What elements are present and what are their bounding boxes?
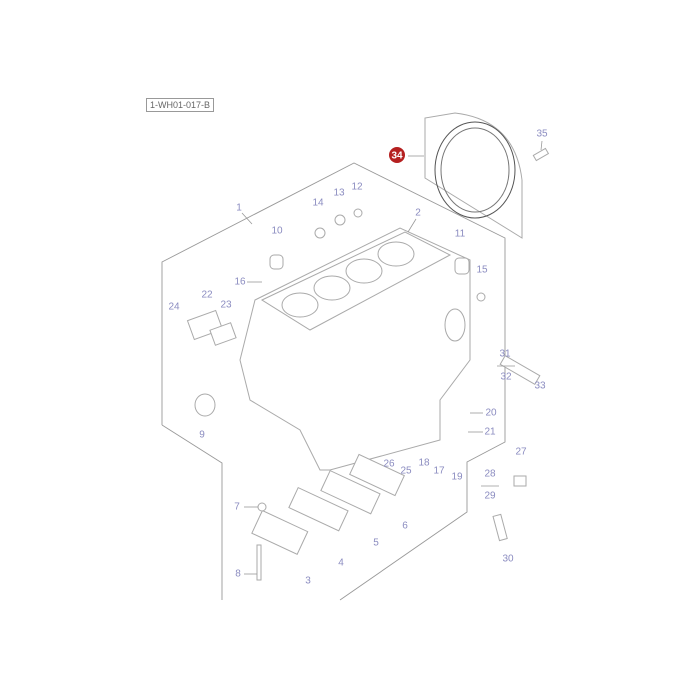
bolt-8[interactable] — [256, 544, 262, 581]
callout-7[interactable]: 7 — [234, 502, 240, 513]
callout-12[interactable]: 12 — [351, 182, 363, 193]
assembly-frame-left — [161, 424, 223, 600]
plug-27[interactable] — [513, 475, 527, 487]
small-parts[interactable] — [186, 208, 541, 581]
callout-16[interactable]: 16 — [234, 277, 246, 288]
callout-8[interactable]: 8 — [235, 569, 241, 580]
callout-17[interactable]: 17 — [433, 466, 445, 477]
engine-block[interactable] — [239, 227, 471, 471]
callout-18[interactable]: 18 — [418, 458, 430, 469]
callout-30[interactable]: 30 — [502, 554, 514, 565]
bearing-cap-6[interactable] — [349, 453, 405, 497]
callout-20[interactable]: 20 — [485, 408, 497, 419]
callout-6[interactable]: 6 — [402, 521, 408, 532]
callout-9[interactable]: 9 — [199, 430, 205, 441]
callout-2[interactable]: 2 — [415, 208, 421, 219]
callout-14[interactable]: 14 — [312, 198, 324, 209]
callout-3[interactable]: 3 — [305, 576, 311, 587]
highlight-badge[interactable] — [389, 147, 405, 163]
gasket-23[interactable] — [209, 322, 237, 346]
bushing-9[interactable] — [194, 393, 216, 417]
callout-23[interactable]: 23 — [220, 300, 232, 311]
diagram-reference-code: 1-WH01-017-B — [146, 98, 215, 112]
nozzle-31[interactable] — [499, 354, 541, 386]
callout-31[interactable]: 31 — [499, 349, 511, 360]
nozzle-28[interactable] — [492, 513, 508, 542]
callout-19[interactable]: 19 — [451, 472, 463, 483]
callout-29[interactable]: 29 — [484, 491, 496, 502]
callout-22[interactable]: 22 — [201, 290, 213, 301]
bearing-cap-4[interactable] — [288, 486, 349, 532]
plug-12[interactable] — [353, 208, 363, 218]
callout-10[interactable]: 10 — [271, 226, 283, 237]
callout-5[interactable]: 5 — [373, 538, 379, 549]
callout-33[interactable]: 33 — [534, 381, 546, 392]
dowel-7[interactable] — [257, 502, 267, 512]
plug-10[interactable] — [269, 254, 284, 270]
bolt-35[interactable] — [532, 147, 550, 162]
rear-seal-housing[interactable] — [424, 112, 523, 239]
callout-1[interactable]: 1 — [236, 203, 242, 214]
callout-13[interactable]: 13 — [333, 188, 345, 199]
callout-25[interactable]: 25 — [400, 466, 412, 477]
callout-4[interactable]: 4 — [338, 558, 344, 569]
callout-11[interactable]: 11 — [455, 229, 466, 240]
bearing-cap-5[interactable] — [320, 469, 381, 515]
callout-24[interactable]: 24 — [168, 302, 180, 313]
assembly-frame — [161, 162, 506, 601]
plug-13[interactable] — [334, 214, 346, 226]
plug-11[interactable] — [454, 257, 470, 275]
callout-27[interactable]: 27 — [515, 447, 527, 458]
callout-labels: 1 2 3 4 5 6 7 8 9 10 11 12 13 14 15 16 1… — [168, 129, 548, 587]
callout-28[interactable]: 28 — [484, 469, 496, 480]
plug-14[interactable] — [314, 227, 326, 239]
callout-32[interactable]: 32 — [500, 372, 512, 383]
callout-15[interactable]: 15 — [476, 265, 488, 276]
bearing-cap-3[interactable] — [251, 509, 309, 556]
callout-34-highlighted[interactable]: 34 — [391, 151, 403, 162]
callout-26[interactable]: 26 — [383, 459, 395, 470]
leader-lines — [241, 140, 543, 575]
plug-15[interactable] — [476, 292, 486, 302]
callout-21[interactable]: 21 — [484, 427, 496, 438]
callout-35[interactable]: 35 — [536, 129, 548, 140]
